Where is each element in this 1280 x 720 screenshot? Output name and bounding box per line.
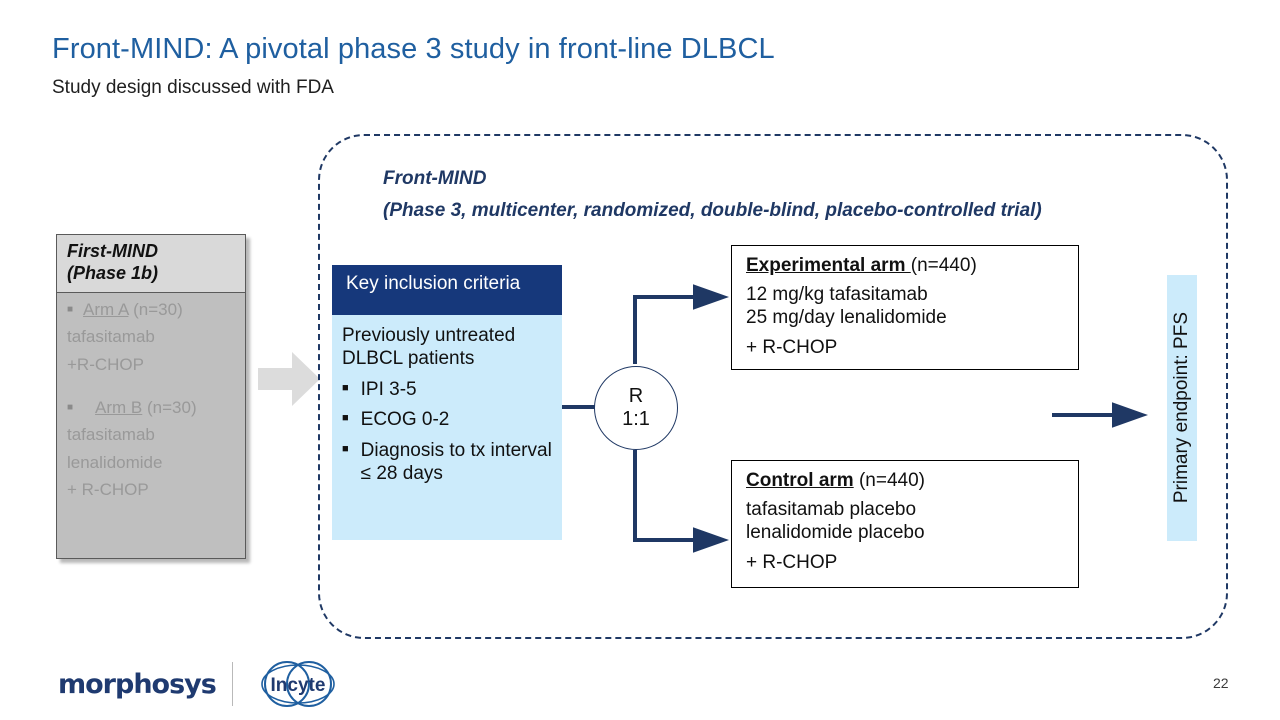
inclusion-item: ■ IPI 3-5	[342, 379, 554, 402]
front-mind-descriptor: (Phase 3, multicenter, randomized, doubl…	[383, 200, 1042, 221]
control-backbone: + R-CHOP	[746, 551, 838, 573]
square-bullet-icon: ■	[67, 303, 74, 315]
experimental-dose-line-2: 25 mg/day lenalidomide	[746, 307, 947, 329]
front-mind-container	[318, 134, 1228, 639]
first-mind-arm-a: ■ Arm A (n=30)	[67, 301, 235, 318]
control-arm-title: Control arm (n=440)	[746, 469, 1066, 492]
arm-a-line-1: tafasitamab	[67, 327, 155, 347]
page-number: 22	[1213, 675, 1229, 691]
arm-spacer	[67, 373, 235, 399]
arm-b-line-3: + R-CHOP	[67, 479, 149, 499]
primary-endpoint-label: Primary endpoint: PFS	[1171, 312, 1192, 504]
square-bullet-icon: ■	[342, 412, 349, 425]
square-bullet-icon: ■	[342, 443, 349, 456]
first-mind-phase: (Phase 1b)	[67, 262, 159, 283]
first-mind-header: First-MIND (Phase 1b)	[57, 235, 245, 293]
logo-divider	[231, 662, 233, 706]
inclusion-intro: Previously untreated DLBCL patients	[342, 325, 516, 369]
experimental-dose-line-1: 12 mg/kg tafasitamab	[746, 284, 928, 306]
arm-a-n: (n=30)	[133, 299, 183, 319]
morphosys-logo: morphosys	[58, 668, 217, 700]
first-mind-title: First-MIND	[67, 241, 158, 261]
first-mind-box: First-MIND (Phase 1b) ■ Arm A (n=30) taf…	[56, 234, 246, 559]
experimental-arm-n: (n=440)	[910, 255, 977, 276]
first-mind-body: ■ Arm A (n=30) tafasitamab +R-CHOP ■ Arm…	[57, 293, 245, 498]
arm-b-label: Arm B	[95, 397, 143, 417]
control-dose-line-1: tafasitamab placebo	[746, 499, 917, 521]
experimental-backbone: + R-CHOP	[746, 336, 838, 358]
footer-logos: morphosys Incyte	[58, 658, 349, 710]
square-bullet-icon: ■	[67, 401, 74, 413]
randomization-label: R	[628, 385, 644, 407]
arm-a-line-2: +R-CHOP	[67, 354, 144, 374]
arm-a-label: Arm A	[83, 299, 129, 319]
arm-b-line-2: lenalidomide	[67, 452, 163, 472]
arm-b-line-1: tafasitamab	[67, 425, 155, 445]
randomization-ratio: 1:1	[622, 408, 650, 430]
experimental-arm-title: Experimental arm (n=440)	[746, 254, 1066, 277]
inclusion-item: ■ Diagnosis to tx interval ≤ 28 days	[342, 440, 554, 486]
first-mind-arm-b: ■ Arm B (n=30)	[67, 399, 235, 416]
front-mind-title: Front-MIND	[383, 168, 487, 189]
square-bullet-icon: ■	[342, 381, 349, 394]
inclusion-item-text: Diagnosis to tx interval ≤ 28 days	[360, 440, 552, 484]
incyte-logo: Incyte	[261, 661, 335, 707]
inclusion-criteria-box: Key inclusion criteria Previously untrea…	[332, 265, 562, 540]
control-arm-box: Control arm (n=440) tafasitamab placebo …	[731, 460, 1079, 588]
page-subtitle: Study design discussed with FDA	[52, 77, 334, 98]
inclusion-criteria-header: Key inclusion criteria	[332, 265, 562, 315]
randomization-node: R 1:1	[594, 366, 678, 450]
experimental-arm-box: Experimental arm (n=440) 12 mg/kg tafasi…	[731, 245, 1079, 370]
primary-endpoint-bar: Primary endpoint: PFS	[1167, 275, 1197, 541]
inclusion-item: ■ ECOG 0-2	[342, 409, 554, 432]
control-dose-line-2: lenalidomide placebo	[746, 522, 925, 544]
svg-text:Incyte: Incyte	[270, 675, 325, 696]
page-title: Front-MIND: A pivotal phase 3 study in f…	[52, 33, 775, 65]
gray-flow-arrow-icon	[258, 352, 320, 406]
inclusion-item-text: ECOG 0-2	[360, 409, 450, 431]
experimental-arm-name: Experimental arm	[746, 255, 911, 276]
arm-b-n: (n=30)	[147, 397, 197, 417]
connector-line-inclusion-to-randomization	[562, 405, 604, 409]
inclusion-item-text: IPI 3-5	[360, 378, 417, 400]
control-arm-n: (n=440)	[853, 470, 925, 491]
inclusion-criteria-body: Previously untreated DLBCL patients ■ IP…	[332, 315, 562, 486]
control-arm-name: Control arm	[746, 470, 854, 491]
